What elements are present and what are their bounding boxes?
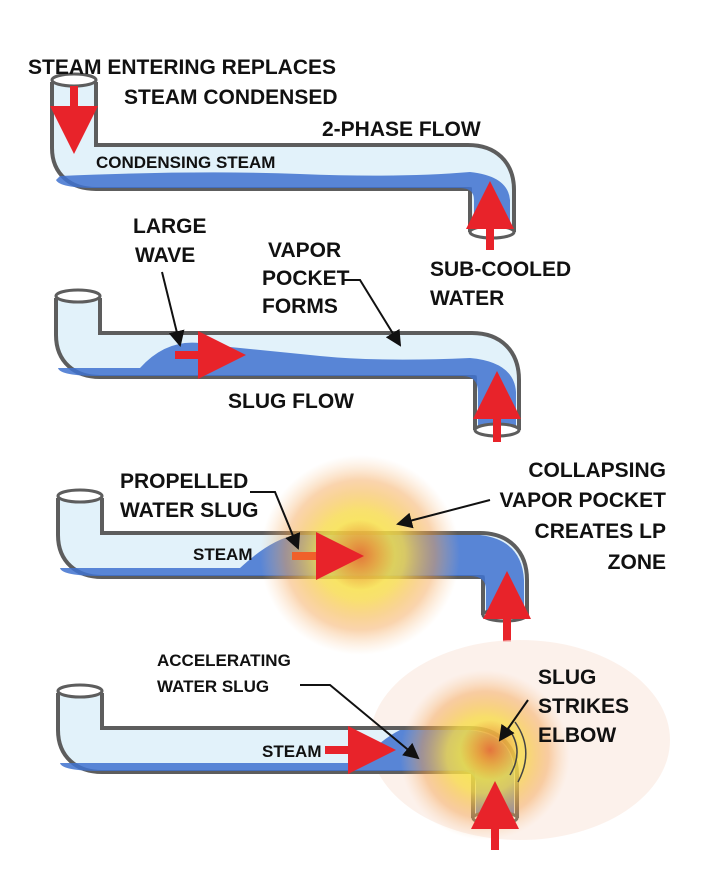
panel-title-2-phase: 2-PHASE FLOW <box>322 118 481 141</box>
label-creates-lp: CREATES LP <box>535 520 666 543</box>
label-steam-entering: STEAM ENTERING REPLACES <box>28 56 336 79</box>
label-zone: ZONE <box>608 551 666 574</box>
label-water-slug: WATER SLUG <box>120 499 258 522</box>
pipe-slug-flow <box>54 288 521 442</box>
label-steam-condensed: STEAM CONDENSED <box>124 86 338 109</box>
leader-lines <box>161 271 529 760</box>
label-pocket: POCKET <box>262 267 350 290</box>
label-water: WATER <box>430 287 504 310</box>
pipe-impact <box>56 640 670 850</box>
label-strikes: STRIKES <box>538 695 629 718</box>
label-accelerating: ACCELERATING <box>157 651 291 670</box>
label-subcooled: SUB-COOLED <box>430 258 571 281</box>
label-propelled: PROPELLED <box>120 470 248 493</box>
label-collapsing: COLLAPSING <box>528 459 666 482</box>
label-forms: FORMS <box>262 295 338 318</box>
pipe-collapse <box>56 455 531 655</box>
label-steam: STEAM <box>193 545 253 564</box>
label-accel-water-slug: WATER SLUG <box>157 677 269 696</box>
label-wave: WAVE <box>135 244 195 267</box>
label-elbow: ELBOW <box>538 724 616 747</box>
panel-title-slug-flow: SLUG FLOW <box>228 390 354 413</box>
label-large: LARGE <box>133 215 207 238</box>
label-steam-4: STEAM <box>262 742 322 761</box>
pipe-2-phase-flow <box>50 72 516 250</box>
label-vapor: VAPOR <box>268 239 341 262</box>
label-condensing-steam: CONDENSING STEAM <box>96 153 275 172</box>
label-vapor-pocket: VAPOR POCKET <box>500 489 667 512</box>
label-slug: SLUG <box>538 666 596 689</box>
